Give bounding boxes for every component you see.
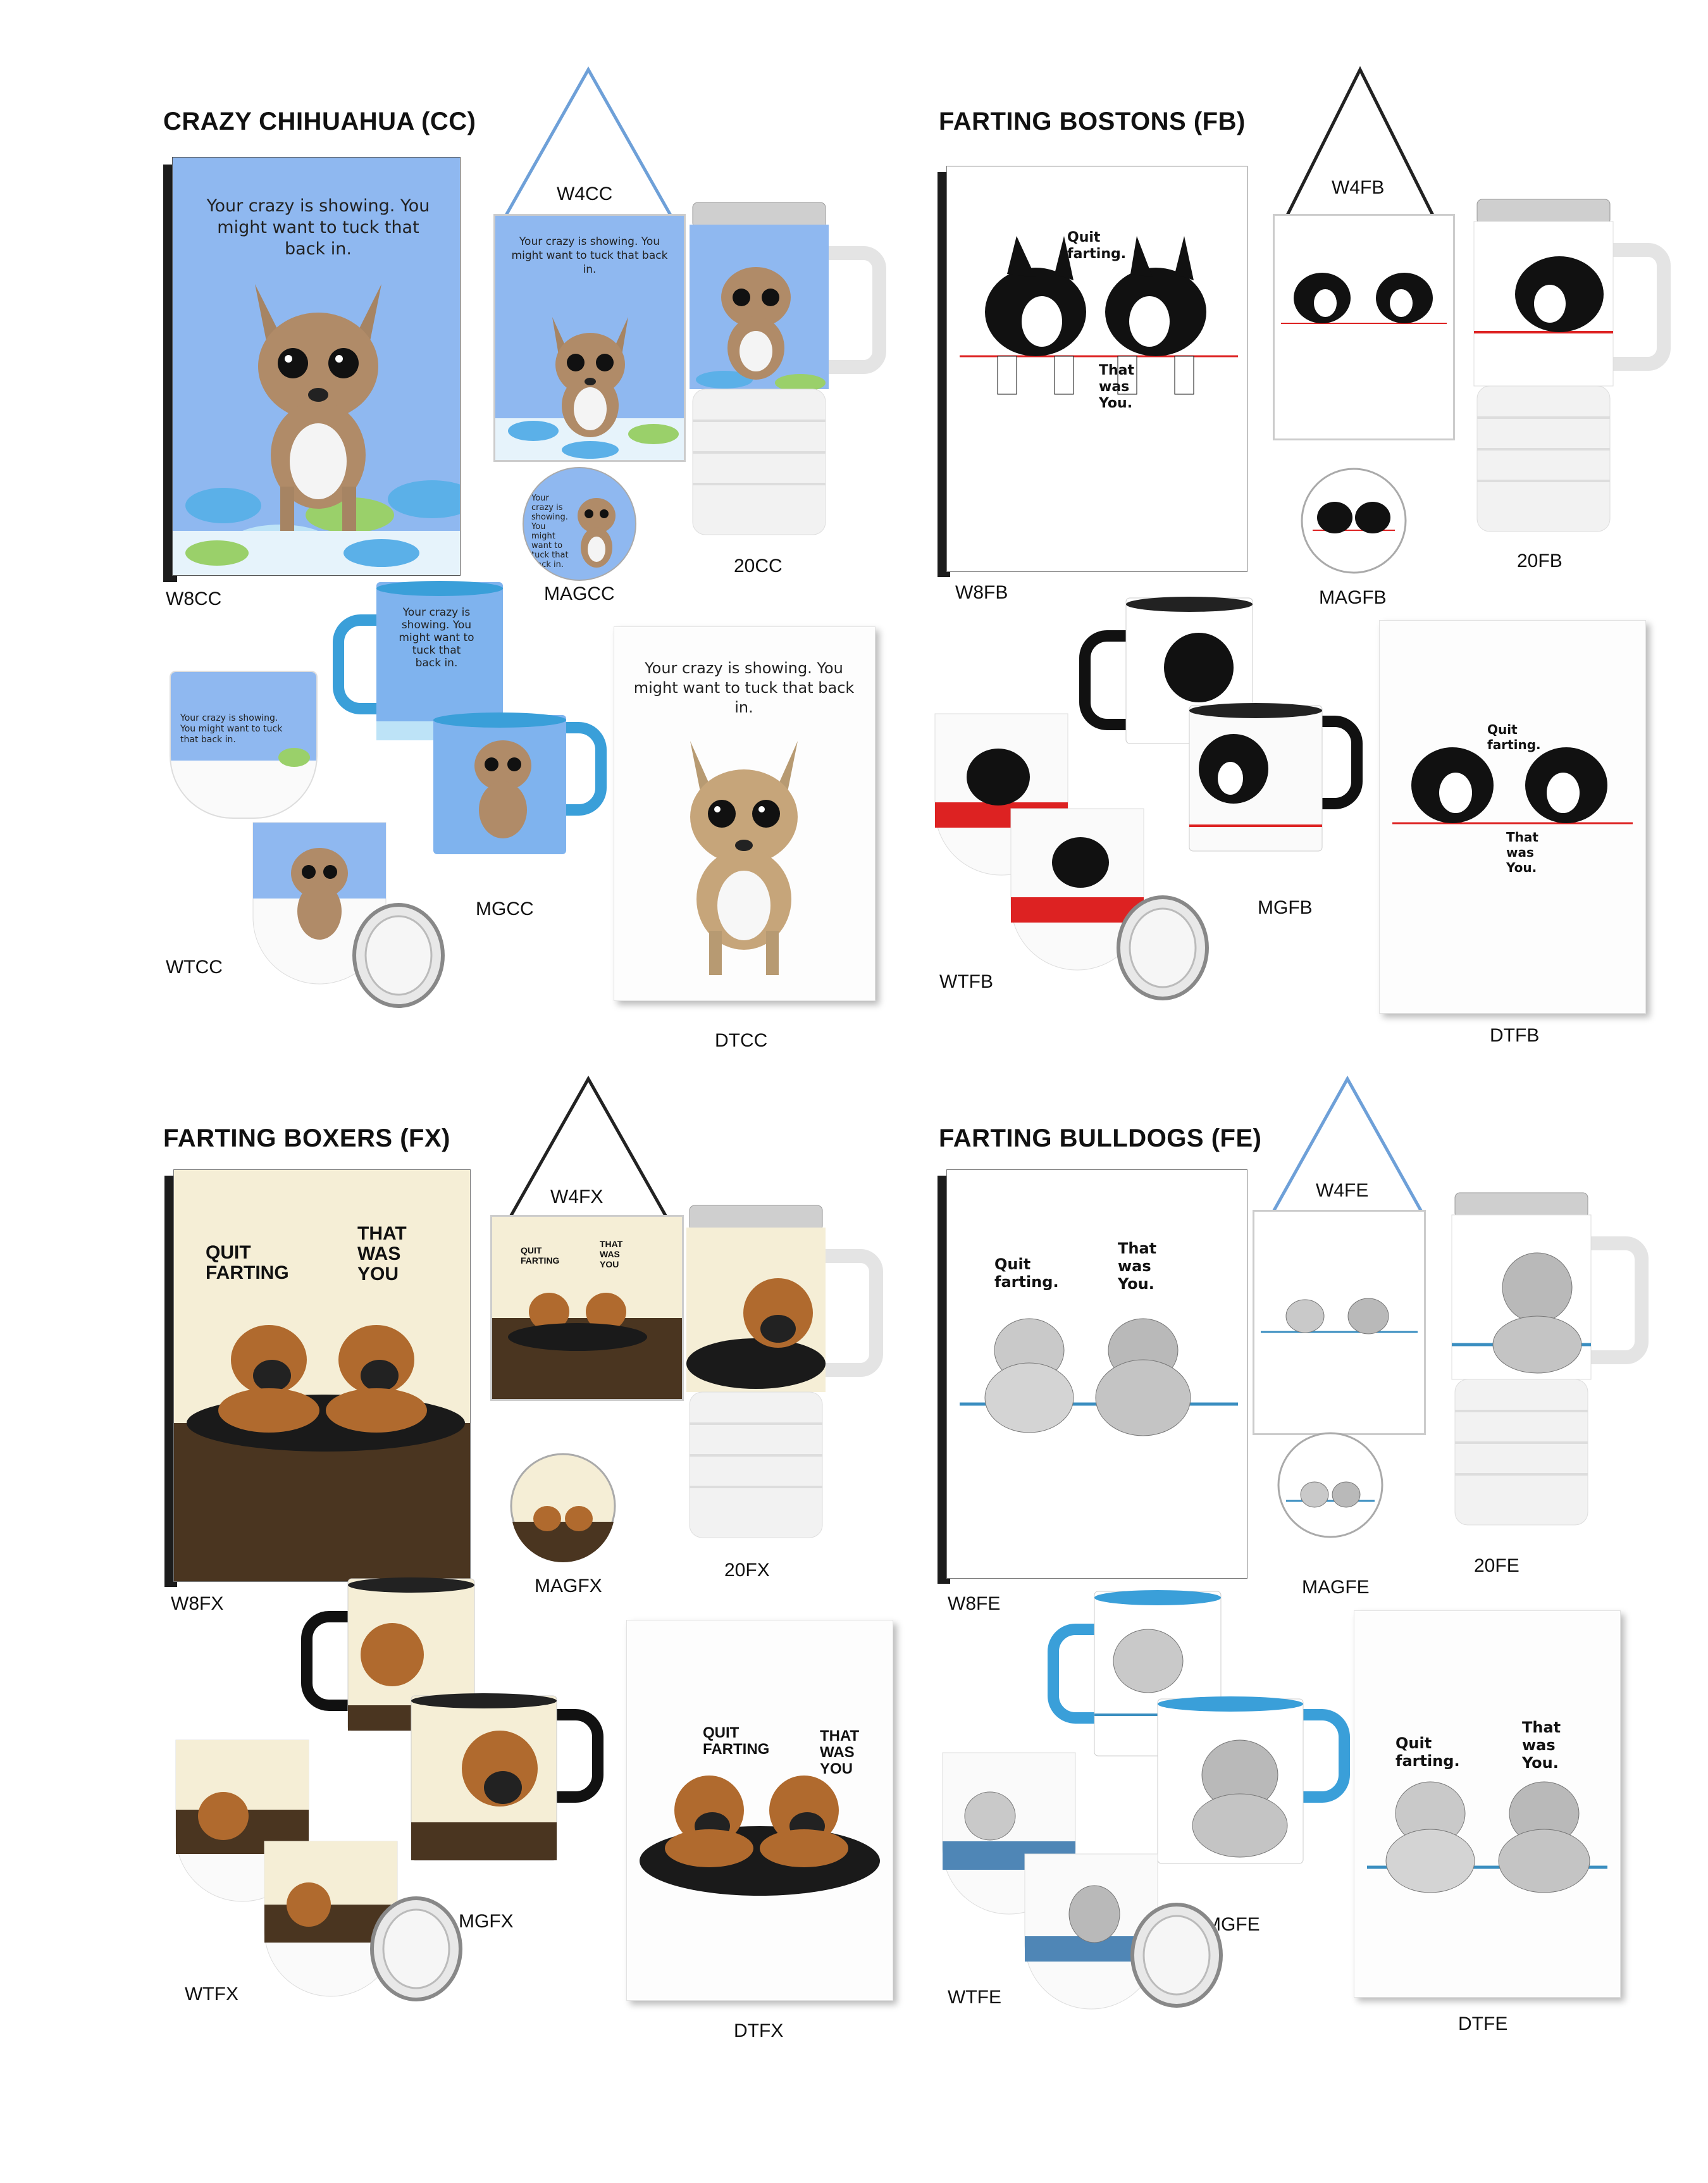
code-magfe: MAGFE [1302,1577,1370,1598]
mug-fe [1048,1590,1350,1864]
art-right-text: THAT WAS YOU [357,1223,407,1284]
travel-mug-cc [690,202,886,535]
code-20fb: 20FB [1517,550,1563,571]
boxer-illustration [640,1776,880,1896]
bulldog-illustration [1261,1298,1418,1334]
wine-tumbler-fb [934,713,1209,1000]
art-right-text: That was You. [1506,830,1538,875]
wine-tumbler-fe [942,1752,1223,2010]
code-dtfx: DTFX [734,2020,784,2041]
magnet-caption: Your crazy is showing. You might want to… [531,494,569,569]
art-left-text: Quit farting. [1395,1734,1460,1770]
code-wtcc: WTCC [166,957,223,978]
code-dtcc: DTCC [715,1030,768,1051]
mug-cc [333,581,607,854]
art-right-text: That was You. [1099,363,1135,411]
section-title-cc: CRAZY CHIHUAHUA (CC) [163,108,476,135]
code-dtfb: DTFB [1490,1025,1540,1046]
boston-illustration [960,236,1238,395]
mug-fb [1079,597,1363,852]
art-right-text: That was You. [1118,1240,1157,1293]
boston-illustration [1392,747,1633,824]
boxer-illustration [187,1325,465,1452]
chihuahua-illustration [578,498,616,568]
towel-fx: QUIT FARTING THAT WAS YOU [626,1620,893,2001]
section-title-fe: FARTING BULLDOGS (FE) [939,1124,1262,1152]
sign-caption: Your crazy is showing. You might want to… [511,235,668,276]
code-wtfx: WTFX [185,1984,238,2005]
mug-caption: Your crazy is showing. You might want to… [399,606,474,669]
code-20cc: 20CC [734,556,783,576]
travel-mug-fb [1473,199,1671,532]
art-left-text: Quit farting. [994,1255,1059,1291]
bulldog-illustration [1367,1781,1607,1893]
section-title-fx: FARTING BOXERS (FX) [163,1124,450,1152]
boston-illustration [1281,273,1447,324]
magnet-cc: Your crazy is showing. You might want to… [523,467,636,581]
art-left-text: Quit farting. [1487,722,1541,752]
wall-art-cc: Your crazy is showing. You might want to… [163,157,461,582]
magnet-fe [1277,1432,1383,1538]
boxer-illustration [508,1293,647,1351]
towel-fe: Quit farting. That was You. [1354,1610,1621,1998]
code-w4cc: W4CC [557,183,613,204]
code-20fx: 20FX [724,1560,770,1581]
hanging-sign-fe [1253,1210,1426,1435]
code-w8cc: W8CC [166,588,222,609]
bulldog-illustration [960,1318,1238,1436]
code-mgcc: MGCC [476,899,534,919]
wall-art-fx: QUIT FARTING THAT WAS YOU [164,1169,471,1587]
chihuahua-illustration [690,741,798,975]
chihuahua-illustration [495,317,684,460]
code-wtfe: WTFE [948,1987,1001,2008]
code-mgfx: MGFX [459,1911,514,1932]
travel-mug-fe [1451,1192,1649,1526]
wall-art-fe: Quit farting. That was You. [938,1169,1247,1584]
code-w4fb: W4FB [1332,177,1385,198]
hanging-cord [1270,1075,1425,1216]
art-right-text: THAT WAS YOU [600,1239,623,1269]
wine-tumbler-cc: Your crazy is showing. You might want to… [170,671,318,819]
code-w4fe: W4FE [1316,1180,1369,1201]
art-right-text: THAT WAS YOU [820,1727,860,1777]
code-magfx: MAGFX [535,1576,602,1596]
wine-tumbler-cc-2 [252,822,445,1008]
mug-fx [301,1577,603,1861]
code-w4fx: W4FX [550,1186,603,1207]
code-magfb: MAGFB [1319,587,1387,608]
hanging-sign-fx: QUIT FARTING THAT WAS YOU [490,1215,684,1401]
chihuahua-illustration [173,284,460,575]
tumbler-caption: Your crazy is showing. You might want to… [180,713,283,745]
code-dtfe: DTFE [1458,2013,1508,2034]
code-mgfb: MGFB [1258,897,1313,918]
code-w8fe: W8FE [948,1593,1001,1614]
wine-tumbler-fx [175,1739,462,2001]
hanging-cord [504,1075,672,1226]
art-left-text: Quit farting. [1067,230,1127,262]
wall-art-fb: Quit farting. That was You. [938,166,1247,577]
art-left-text: QUIT FARTING [703,1724,770,1758]
travel-mug-fx [686,1205,883,1538]
art-left-text: QUIT FARTING [521,1245,560,1266]
hanging-cord [504,66,672,216]
magnet-fx [510,1453,616,1562]
towel-caption: Your crazy is showing. You might want to… [633,659,855,716]
code-magcc: MAGCC [544,583,615,604]
towel-cc: Your crazy is showing. You might want to… [614,626,876,1001]
hanging-sign-fb [1273,214,1455,440]
code-wtfb: WTFB [939,971,993,992]
art-left-text: QUIT FARTING [206,1242,289,1283]
code-20fe: 20FE [1474,1555,1519,1576]
code-w8fb: W8FB [955,582,1008,603]
section-title-fb: FARTING BOSTONS (FB) [939,108,1246,135]
code-w8fx: W8FX [171,1593,224,1614]
art-right-text: That was You. [1522,1719,1561,1772]
wall-art-caption: Your crazy is showing. You might want to… [206,196,430,259]
magnet-fb [1301,468,1407,574]
hanging-cord [1282,66,1438,223]
towel-fb: Quit farting. That was You. [1379,620,1646,1014]
hanging-sign-cc: Your crazy is showing. You might want to… [493,214,686,462]
